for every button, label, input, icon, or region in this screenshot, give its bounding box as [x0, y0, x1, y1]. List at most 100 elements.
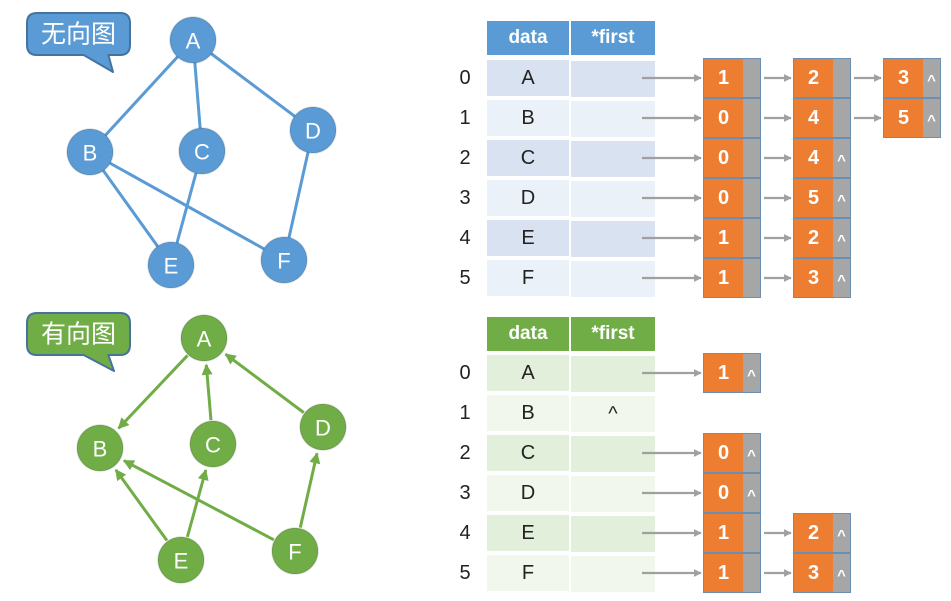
- row-index: 5: [459, 561, 471, 584]
- cell-first: [571, 141, 655, 177]
- row-index: 3: [459, 186, 471, 209]
- null-pointer-symbol: ^: [837, 271, 846, 289]
- list-node-value: 2: [794, 219, 833, 257]
- list-node-pointer: [743, 514, 760, 552]
- row-index: 1: [459, 106, 471, 129]
- header-cell-data: data: [487, 21, 569, 55]
- list-node: 2^: [793, 218, 851, 258]
- null-pointer-symbol: ^: [747, 366, 756, 384]
- list-node-value: 0: [704, 179, 743, 217]
- cell-first: ^: [571, 396, 655, 432]
- list-node-pointer: ^: [743, 474, 760, 512]
- cell-first: [571, 476, 655, 512]
- cell-data: D: [487, 180, 569, 216]
- cell-data: E: [487, 515, 569, 551]
- list-node: 5^: [883, 98, 941, 138]
- cell-first: [571, 516, 655, 552]
- list-node: 1: [703, 513, 761, 553]
- row-index: 4: [459, 521, 471, 544]
- row-index: 3: [459, 481, 471, 504]
- list-node-pointer: ^: [833, 139, 850, 177]
- list-node: 1: [703, 218, 761, 258]
- list-node-value: 1: [704, 354, 743, 392]
- cell-first: [571, 101, 655, 137]
- null-pointer-symbol: ^: [747, 446, 756, 464]
- cell-first: [571, 356, 655, 392]
- null-pointer-symbol: ^: [837, 526, 846, 544]
- list-node-pointer: [743, 259, 760, 297]
- list-node-pointer: [743, 219, 760, 257]
- list-node: 0: [703, 138, 761, 178]
- header-cell-first: *first: [571, 21, 655, 55]
- cell-data: D: [487, 475, 569, 511]
- list-node: 0: [703, 178, 761, 218]
- list-node-value: 2: [794, 59, 833, 97]
- cell-data: A: [487, 60, 569, 96]
- list-node-pointer: ^: [833, 514, 850, 552]
- list-node-value: 1: [704, 59, 743, 97]
- row-index: 4: [459, 226, 471, 249]
- header-cell-first: *first: [571, 317, 655, 351]
- list-node-pointer: ^: [833, 259, 850, 297]
- list-node: 4^: [793, 138, 851, 178]
- cell-data: B: [487, 100, 569, 136]
- row-index: 2: [459, 146, 471, 169]
- null-pointer-symbol: ^: [837, 231, 846, 249]
- list-node: 3^: [883, 58, 941, 98]
- list-node-pointer: [833, 59, 850, 97]
- list-node-value: 0: [704, 99, 743, 137]
- list-node: 1: [703, 553, 761, 593]
- row-index: 1: [459, 401, 471, 424]
- list-node: 0^: [703, 473, 761, 513]
- list-node-value: 4: [794, 139, 833, 177]
- cell-first: [571, 221, 655, 257]
- list-node-pointer: ^: [743, 434, 760, 472]
- cell-first: [571, 181, 655, 217]
- null-pointer-symbol: ^: [927, 71, 936, 89]
- list-node: 3^: [793, 553, 851, 593]
- null-pointer-symbol: ^: [837, 566, 846, 584]
- list-node: 5^: [793, 178, 851, 218]
- list-node: 1: [703, 258, 761, 298]
- list-node-value: 4: [794, 99, 833, 137]
- list-node: 2^: [793, 513, 851, 553]
- null-pointer-symbol: ^: [747, 486, 756, 504]
- row-index: 0: [459, 66, 471, 89]
- cell-data: E: [487, 220, 569, 256]
- header-cell-data: data: [487, 317, 569, 351]
- list-node-pointer: ^: [923, 59, 940, 97]
- cell-first: [571, 61, 655, 97]
- cell-data: A: [487, 355, 569, 391]
- cell-data: F: [487, 555, 569, 591]
- cell-first: [571, 556, 655, 592]
- cell-data: B: [487, 395, 569, 431]
- list-node-value: 3: [794, 554, 833, 592]
- list-node-pointer: [743, 554, 760, 592]
- cell-data: C: [487, 435, 569, 471]
- cell-first: [571, 261, 655, 297]
- list-node-pointer: ^: [923, 99, 940, 137]
- list-node-value: 1: [704, 514, 743, 552]
- list-node-pointer: [833, 99, 850, 137]
- list-node: 1^: [703, 353, 761, 393]
- list-node: 0^: [703, 433, 761, 473]
- list-node-pointer: ^: [743, 354, 760, 392]
- list-node: 4: [793, 98, 851, 138]
- list-node-pointer: [743, 99, 760, 137]
- cell-data: F: [487, 260, 569, 296]
- list-node: 3^: [793, 258, 851, 298]
- cell-first: [571, 436, 655, 472]
- null-pointer-symbol: ^: [837, 151, 846, 169]
- list-node-value: 3: [794, 259, 833, 297]
- list-node-pointer: [743, 139, 760, 177]
- list-node-value: 1: [704, 259, 743, 297]
- list-node-pointer: ^: [833, 554, 850, 592]
- list-node-value: 3: [884, 59, 923, 97]
- list-node-value: 1: [704, 219, 743, 257]
- list-node-value: 0: [704, 474, 743, 512]
- list-node-value: 0: [704, 139, 743, 177]
- list-node-value: 2: [794, 514, 833, 552]
- row-index: 0: [459, 361, 471, 384]
